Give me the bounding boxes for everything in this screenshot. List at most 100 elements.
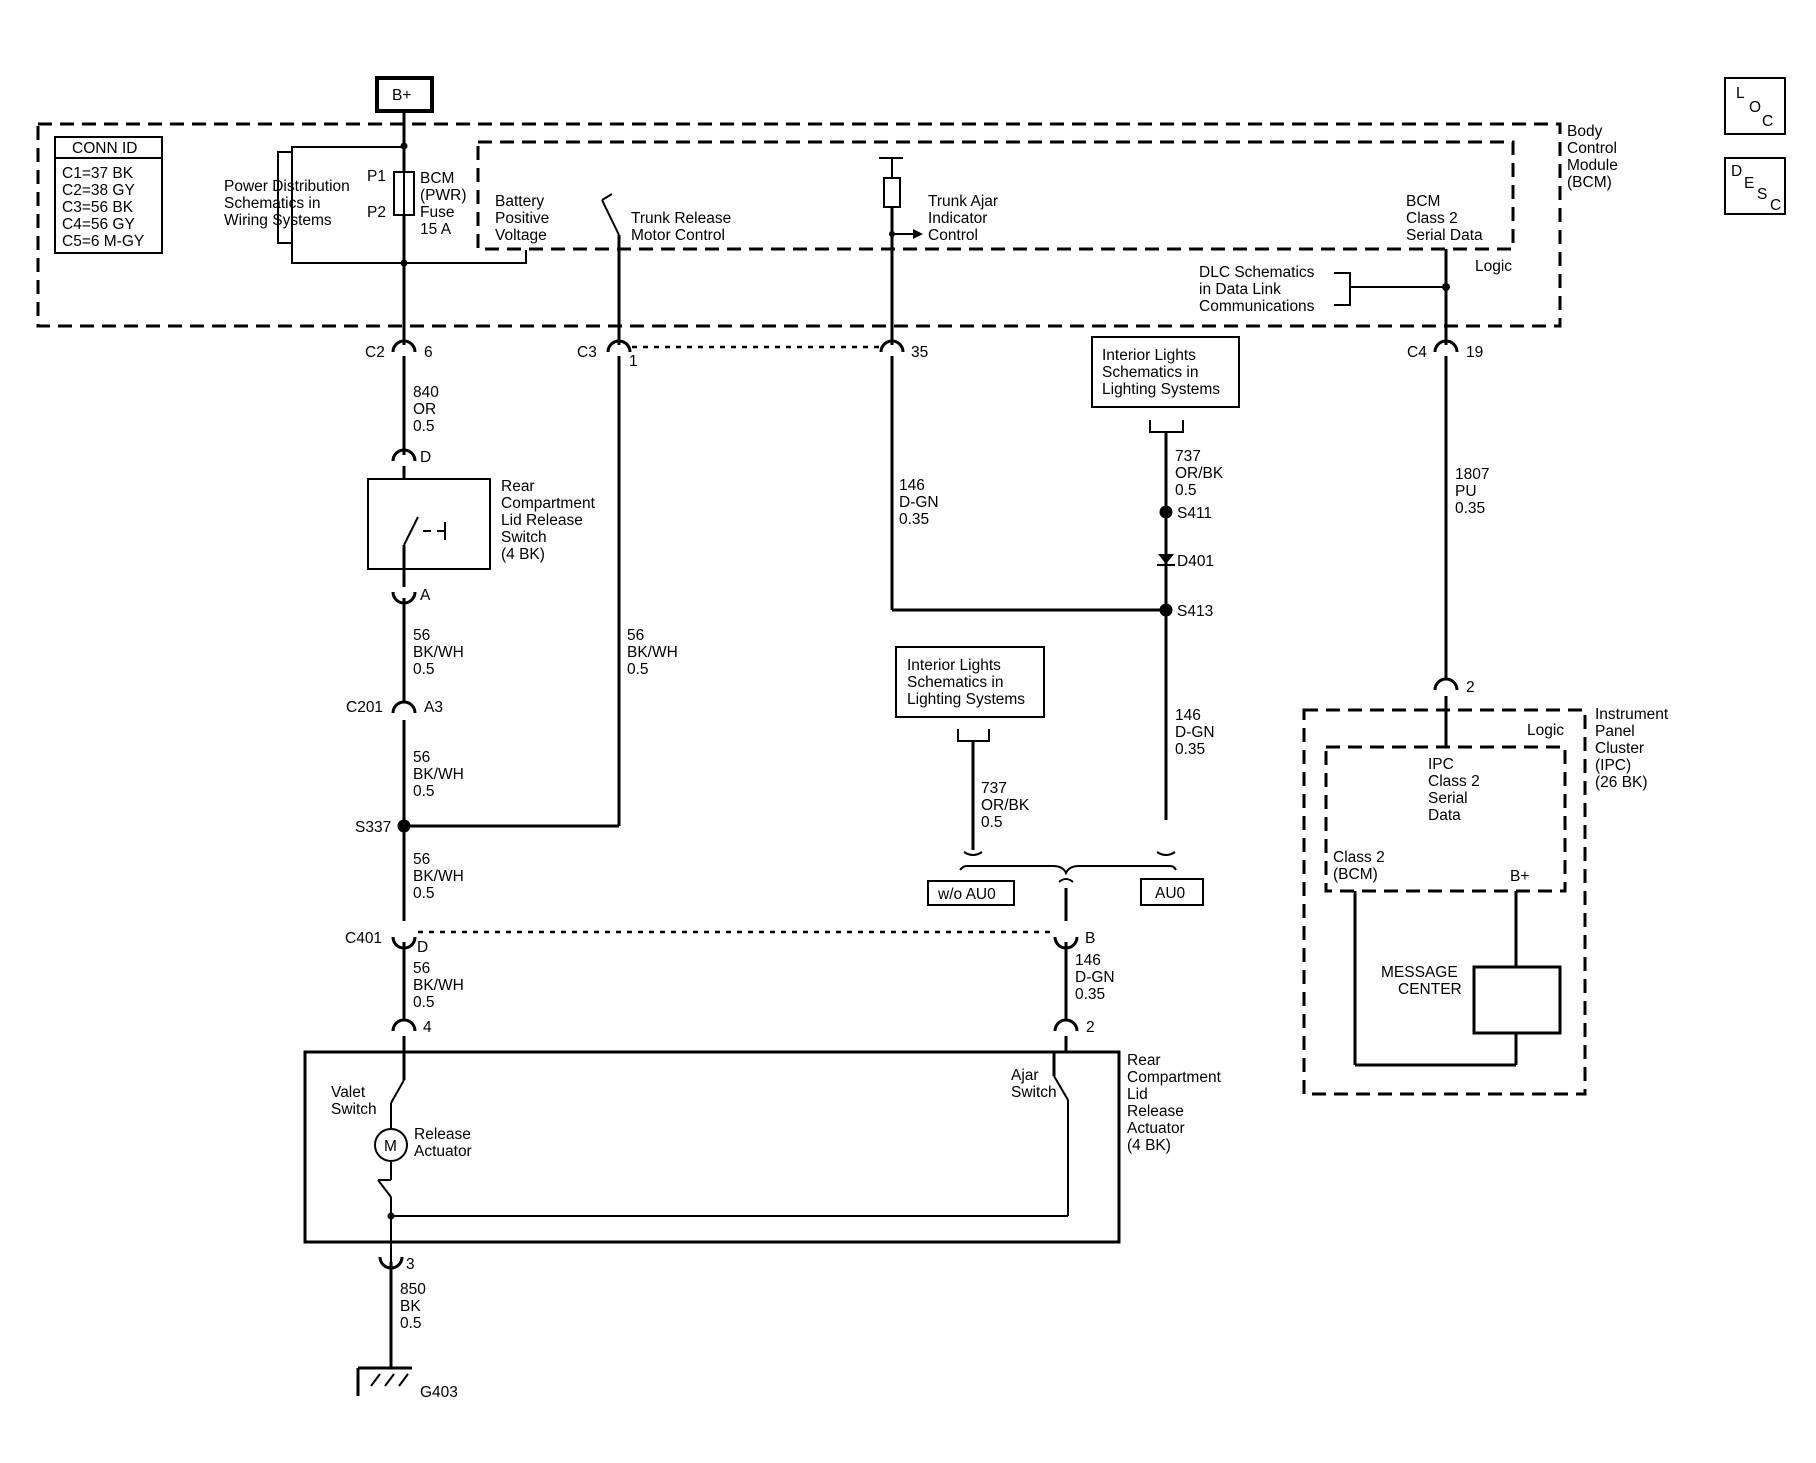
svg-text:(4 BK): (4 BK) <box>501 546 545 563</box>
svg-text:(4 BK): (4 BK) <box>1127 1137 1171 1154</box>
svg-text:D401: D401 <box>1177 553 1214 570</box>
svg-text:A3: A3 <box>424 699 443 716</box>
svg-text:C1=37 BK: C1=37 BK <box>62 165 134 182</box>
battery-positive-voltage-label: Battery Positive Voltage <box>495 193 549 244</box>
actuator-connector-4: 4 <box>391 1018 432 1036</box>
svg-text:Interior Lights: Interior Lights <box>907 657 1001 674</box>
svg-text:(PWR): (PWR) <box>420 187 467 204</box>
conn-id-table: CONN ID C1=37 BK C2=38 GY C3=56 BK C4=56… <box>54 136 163 254</box>
option-au0: AU0 <box>1140 878 1204 906</box>
switch-connector-d: D <box>391 448 431 466</box>
message-center-label: MESSAGE <box>1381 964 1458 981</box>
dlc-schematics-ref: DLC Schematics in Data Link Communicatio… <box>1199 264 1315 315</box>
svg-text:BK: BK <box>400 1298 421 1315</box>
wire-840: 840 OR 0.5 <box>413 384 439 435</box>
svg-text:0.5: 0.5 <box>413 994 435 1011</box>
svg-text:S411: S411 <box>1177 505 1212 522</box>
svg-text:737: 737 <box>1175 448 1201 465</box>
switch-connector-a: A <box>391 587 431 605</box>
svg-text:C201: C201 <box>346 699 383 716</box>
connector-c4: C4 19 <box>1407 339 1483 361</box>
svg-text:Class 2: Class 2 <box>1333 849 1385 866</box>
connector-c3: C3 1 <box>577 339 638 370</box>
svg-text:0.35: 0.35 <box>1175 741 1205 758</box>
splice-s413: S413 <box>1159 603 1213 620</box>
svg-text:C401: C401 <box>345 930 382 947</box>
svg-text:in Data Link: in Data Link <box>1199 281 1281 298</box>
svg-text:Rear: Rear <box>501 478 535 495</box>
svg-text:146: 146 <box>1175 707 1201 724</box>
svg-text:1807: 1807 <box>1455 466 1489 483</box>
svg-text:Rear: Rear <box>1127 1052 1161 1069</box>
svg-text:Communications: Communications <box>1199 298 1315 315</box>
svg-text:6: 6 <box>424 344 433 361</box>
battery-positive-box: B+ <box>375 76 434 113</box>
loc-letter: C <box>1762 113 1773 130</box>
svg-text:Schematics in: Schematics in <box>907 674 1003 691</box>
loc-letter: O <box>1749 99 1761 116</box>
loc-letter: L <box>1736 85 1745 102</box>
option-without-au0: w/o AU0 <box>927 880 1015 906</box>
wire-737-b: 737 OR/BK 0.5 <box>981 780 1030 831</box>
option-selector <box>959 851 1177 921</box>
svg-text:0.35: 0.35 <box>1075 986 1105 1003</box>
wire-56-d: 56 BK/WH 0.5 <box>413 851 464 902</box>
loc-icon[interactable]: L O C <box>1724 77 1786 135</box>
svg-text:Instrument: Instrument <box>1595 706 1669 723</box>
power-distribution-ref: Power Distribution Schematics in Wiring … <box>224 146 527 264</box>
wire-56-e: 56 BK/WH 0.5 <box>413 960 464 1011</box>
wire-737-a: 737 OR/BK 0.5 <box>1175 448 1224 499</box>
svg-text:Lid: Lid <box>1127 1086 1148 1103</box>
svg-text:0.5: 0.5 <box>413 418 435 435</box>
desc-letter: E <box>1744 175 1754 192</box>
svg-text:Positive: Positive <box>495 210 549 227</box>
desc-icon[interactable]: D E S C <box>1724 157 1786 215</box>
svg-text:0.5: 0.5 <box>1175 482 1197 499</box>
wire-56-c: 56 BK/WH 0.5 <box>627 627 678 678</box>
wire-850: 850 BK 0.5 <box>400 1281 426 1332</box>
svg-text:P2: P2 <box>367 204 386 221</box>
svg-text:146: 146 <box>899 477 925 494</box>
svg-text:Class 2: Class 2 <box>1406 210 1458 227</box>
svg-text:850: 850 <box>400 1281 426 1298</box>
svg-text:w/o AU0: w/o AU0 <box>937 886 996 903</box>
svg-text:BK/WH: BK/WH <box>627 644 678 661</box>
svg-text:PU: PU <box>1455 483 1477 500</box>
svg-text:(26 BK): (26 BK) <box>1595 774 1648 791</box>
actuator-connector-3: 3 <box>378 1256 415 1337</box>
trunk-release-motor-control: Trunk Release Motor Control <box>601 193 731 345</box>
svg-text:AU0: AU0 <box>1155 885 1186 902</box>
svg-text:D: D <box>417 939 428 956</box>
actuator-connector-2: 2 <box>1053 1018 1095 1036</box>
svg-text:Motor Control: Motor Control <box>631 227 725 244</box>
diode-d401: D401 <box>1157 553 1214 570</box>
svg-text:C2: C2 <box>365 344 385 361</box>
svg-text:IPC: IPC <box>1428 756 1454 773</box>
bcm-serial-data: BCM Class 2 Serial Data <box>1334 193 1483 345</box>
connector-c401: C401 D <box>345 930 428 956</box>
svg-text:Voltage: Voltage <box>495 227 547 244</box>
svg-text:(IPC): (IPC) <box>1595 757 1631 774</box>
svg-text:Trunk Ajar: Trunk Ajar <box>928 193 998 210</box>
svg-text:Logic: Logic <box>1527 722 1564 739</box>
svg-text:Class 2: Class 2 <box>1428 773 1480 790</box>
svg-text:BK/WH: BK/WH <box>413 644 464 661</box>
wire-1807: 1807 PU 0.35 <box>1455 466 1489 517</box>
battery-positive-label: B+ <box>392 87 411 104</box>
svg-text:OR: OR <box>413 401 436 418</box>
desc-letter: C <box>1770 197 1781 214</box>
interior-lights-ref-1: Interior Lights Schematics in Lighting S… <box>1091 336 1240 408</box>
connector-c2: C2 6 <box>365 339 433 361</box>
svg-text:Valet: Valet <box>331 1084 366 1101</box>
svg-text:B: B <box>1085 930 1095 947</box>
svg-text:Indicator: Indicator <box>928 210 987 227</box>
svg-text:D: D <box>420 449 431 466</box>
svg-text:Power Distribution: Power Distribution <box>224 178 350 195</box>
svg-text:C5=6 M-GY: C5=6 M-GY <box>62 233 144 250</box>
svg-text:Wiring Systems: Wiring Systems <box>224 212 332 229</box>
svg-text:OR/BK: OR/BK <box>981 797 1030 814</box>
svg-text:Control: Control <box>1567 140 1617 157</box>
svg-text:0.5: 0.5 <box>981 814 1003 831</box>
svg-text:Serial: Serial <box>1428 790 1468 807</box>
